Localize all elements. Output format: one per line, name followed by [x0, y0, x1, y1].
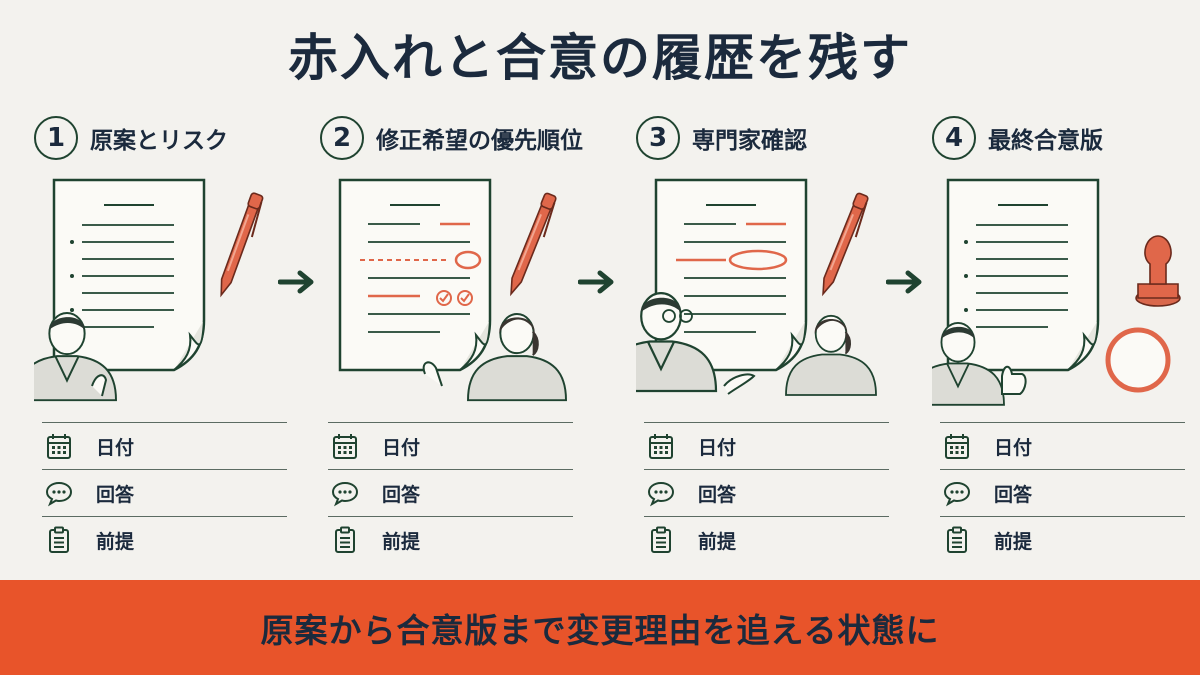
- step-2-header: 2 修正希望の優先順位: [320, 112, 583, 164]
- step-3: 3 専門家確認 日付 回答: [636, 112, 901, 572]
- clipboard-icon: [942, 525, 972, 555]
- answer-label: 回答: [382, 483, 421, 506]
- premise-row: 前提: [328, 516, 573, 563]
- answer-label: 回答: [96, 483, 135, 506]
- stamp-icon: [1105, 235, 1181, 393]
- answer-row: 回答: [940, 469, 1185, 516]
- step-2-illustration: [320, 164, 585, 416]
- premise-label: 前提: [96, 530, 135, 553]
- date-label: 日付: [698, 436, 737, 459]
- step-1-fields: 日付 回答 前提: [42, 422, 287, 563]
- step-3-title: 専門家確認: [692, 128, 807, 154]
- date-label: 日付: [382, 436, 421, 459]
- answer-row: 回答: [42, 469, 287, 516]
- step-3-header: 3 専門家確認: [636, 112, 807, 164]
- date-row: 日付: [42, 422, 287, 469]
- step-1-header: 1 原案とリスク: [34, 112, 228, 164]
- calendar-icon: [646, 431, 676, 461]
- arrow-icon: [278, 268, 318, 296]
- step-4-title: 最終合意版: [988, 128, 1103, 154]
- step-1: 1 原案とリスク 日付 回答 前提: [34, 112, 299, 572]
- premise-label: 前提: [382, 530, 421, 553]
- chat-bubble-icon: [44, 478, 74, 508]
- premise-row: 前提: [940, 516, 1185, 563]
- date-row: 日付: [644, 422, 889, 469]
- arrow-icon: [886, 268, 926, 296]
- step-3-number: 3: [636, 116, 680, 160]
- calendar-icon: [330, 431, 360, 461]
- answer-row: 回答: [328, 469, 573, 516]
- step-2-title: 修正希望の優先順位: [376, 128, 583, 154]
- answer-row: 回答: [644, 469, 889, 516]
- arrow-icon: [578, 268, 618, 296]
- premise-label: 前提: [994, 530, 1033, 553]
- clipboard-icon: [646, 525, 676, 555]
- calendar-icon: [44, 431, 74, 461]
- premise-row: 前提: [42, 516, 287, 563]
- date-row: 日付: [940, 422, 1185, 469]
- date-row: 日付: [328, 422, 573, 469]
- summary-banner: 原案から合意版まで変更理由を追える状態に: [0, 580, 1200, 675]
- step-4: 4 最終合意版 日付 回答 前提: [932, 112, 1197, 572]
- step-4-fields: 日付 回答 前提: [940, 422, 1185, 563]
- chat-bubble-icon: [330, 478, 360, 508]
- step-1-illustration: [34, 164, 299, 416]
- answer-label: 回答: [698, 483, 737, 506]
- chat-bubble-icon: [646, 478, 676, 508]
- step-1-title: 原案とリスク: [90, 128, 228, 154]
- premise-label: 前提: [698, 530, 737, 553]
- chat-bubble-icon: [942, 478, 972, 508]
- calendar-icon: [942, 431, 972, 461]
- banner-text: 原案から合意版まで変更理由を追える状態に: [260, 610, 940, 650]
- page-title: 赤入れと合意の履歴を残す: [288, 29, 912, 87]
- step-3-illustration: [636, 164, 901, 416]
- clipboard-icon: [44, 525, 74, 555]
- answer-label: 回答: [994, 483, 1033, 506]
- step-2: 2 修正希望の優先順位 日付 回答: [320, 112, 585, 572]
- step-3-fields: 日付 回答 前提: [644, 422, 889, 563]
- step-4-illustration: [932, 164, 1197, 416]
- step-2-number: 2: [320, 116, 364, 160]
- clipboard-icon: [330, 525, 360, 555]
- step-4-number: 4: [932, 116, 976, 160]
- step-2-fields: 日付 回答 前提: [328, 422, 573, 563]
- premise-row: 前提: [644, 516, 889, 563]
- step-4-header: 4 最終合意版: [932, 112, 1103, 164]
- step-1-number: 1: [34, 116, 78, 160]
- date-label: 日付: [994, 436, 1033, 459]
- date-label: 日付: [96, 436, 135, 459]
